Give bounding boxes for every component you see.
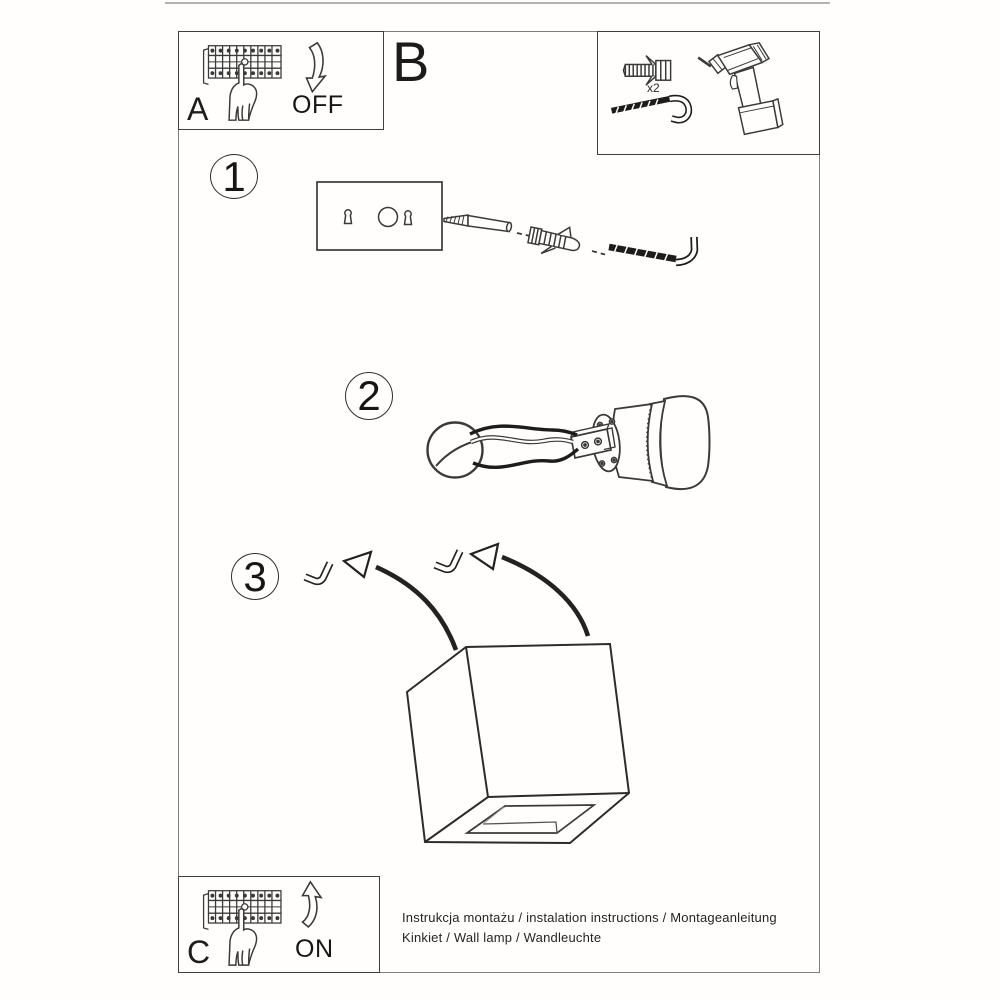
curved-arrow-icon (468, 542, 591, 637)
step-1-illustration (316, 181, 699, 267)
step-2-number: 2 (345, 372, 393, 420)
power-off-box: A OFF (178, 31, 384, 130)
power-on-illustration (201, 880, 323, 966)
power-off-illustration (202, 41, 328, 121)
curved-arrow-up-icon (301, 880, 323, 928)
assembly-dash-line (516, 232, 531, 237)
mounting-plate-icon (316, 181, 443, 251)
lamp-socket-icon (570, 395, 711, 491)
parts-and-tools-box: x2 (597, 31, 820, 155)
hook-icon (433, 549, 464, 574)
hook-icon (303, 561, 334, 586)
curved-arrow-down-icon (305, 41, 328, 94)
hook-screw-icon (611, 94, 693, 124)
on-label: ON (295, 935, 334, 963)
pointing-hand-icon (228, 62, 258, 121)
cube-lamp-icon (405, 642, 631, 845)
box-a-label: A (187, 91, 209, 127)
wall-anchor-icon (622, 55, 672, 86)
hook-screw-icon (608, 236, 699, 267)
wall-anchor-icon (527, 226, 581, 255)
parts-illustration (611, 41, 784, 136)
cable-icon (469, 424, 580, 469)
step-1-number: 1 (210, 154, 258, 199)
box-c-label: C (187, 934, 211, 970)
caption-line-2: Kinkiet / Wall lamp / Wandleuchte (402, 930, 602, 945)
assembly-dash-line (591, 250, 606, 256)
anchor-quantity-label: x2 (647, 81, 660, 95)
screw-icon (443, 214, 513, 233)
power-on-box: C ON (178, 876, 380, 973)
step-2-illustration (426, 395, 711, 491)
drill-icon (697, 41, 784, 136)
off-label: OFF (292, 91, 344, 119)
breaker-panel-icon (202, 45, 282, 86)
caption: Instrukcja montażu / instalation instruc… (402, 909, 822, 949)
caption-line-1: Instrukcja montażu / instalation instruc… (402, 910, 777, 925)
step-3-number: 3 (231, 553, 279, 600)
box-b-label: B (392, 30, 430, 93)
page-top-edge-line (165, 2, 830, 4)
page-border (178, 31, 820, 973)
step-3-illustration (303, 542, 631, 845)
curved-arrow-icon (341, 550, 459, 651)
